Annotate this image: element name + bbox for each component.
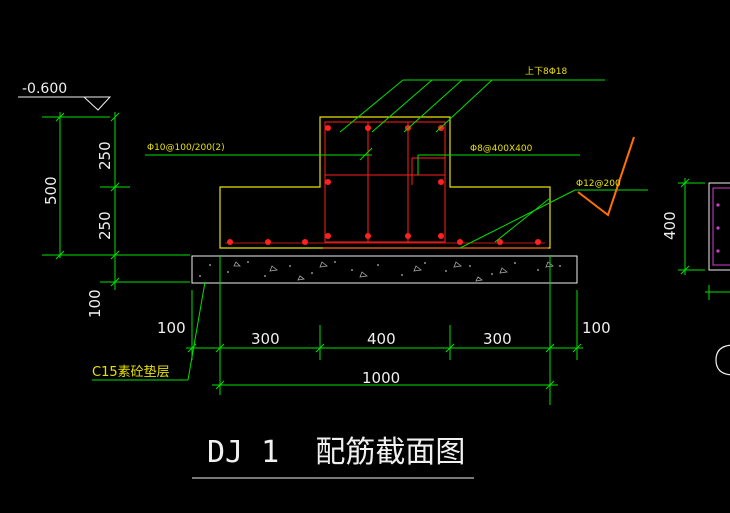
dim-left-offset: 100 [157, 319, 186, 337]
cushion-label: C15素砼垫层 [92, 364, 170, 380]
callout-stirrup-b: Φ8@400X400 [470, 144, 533, 154]
bottom-dimensions [186, 255, 583, 405]
callout-leaders [92, 79, 648, 381]
dim-total-height: 500 [42, 176, 60, 205]
drawing-title: DJ 1 配筋截面图 [207, 435, 465, 470]
elevation-label: -0.600 [22, 81, 67, 97]
dim-column: 400 [367, 330, 396, 348]
concrete-cushion-layer [191, 255, 578, 284]
dim-cushion-height: 100 [86, 289, 104, 318]
dim-right-offset: 100 [582, 319, 611, 337]
dim-lower-height: 250 [96, 211, 114, 240]
dim-upper-height: 250 [96, 141, 114, 170]
right-dim-400: 400 [661, 211, 679, 240]
dim-left-step: 300 [251, 330, 280, 348]
dim-total-width: 1000 [362, 369, 400, 387]
callout-top-bars: 上下8Φ18 [525, 66, 568, 77]
foundation-outline [219, 116, 551, 249]
callout-stirrup-a: Φ10@100/200(2) [147, 143, 225, 153]
dim-right-step: 300 [483, 330, 512, 348]
rebar-dots [227, 125, 541, 245]
callout-mesh: Φ12@200 [576, 179, 621, 189]
left-vertical-dimensions [42, 112, 190, 290]
adjacent-section-partial [678, 178, 730, 376]
elevation-marker: -0.600 [18, 81, 112, 111]
break-symbol [577, 136, 635, 217]
column-rebar-cage [225, 121, 548, 249]
